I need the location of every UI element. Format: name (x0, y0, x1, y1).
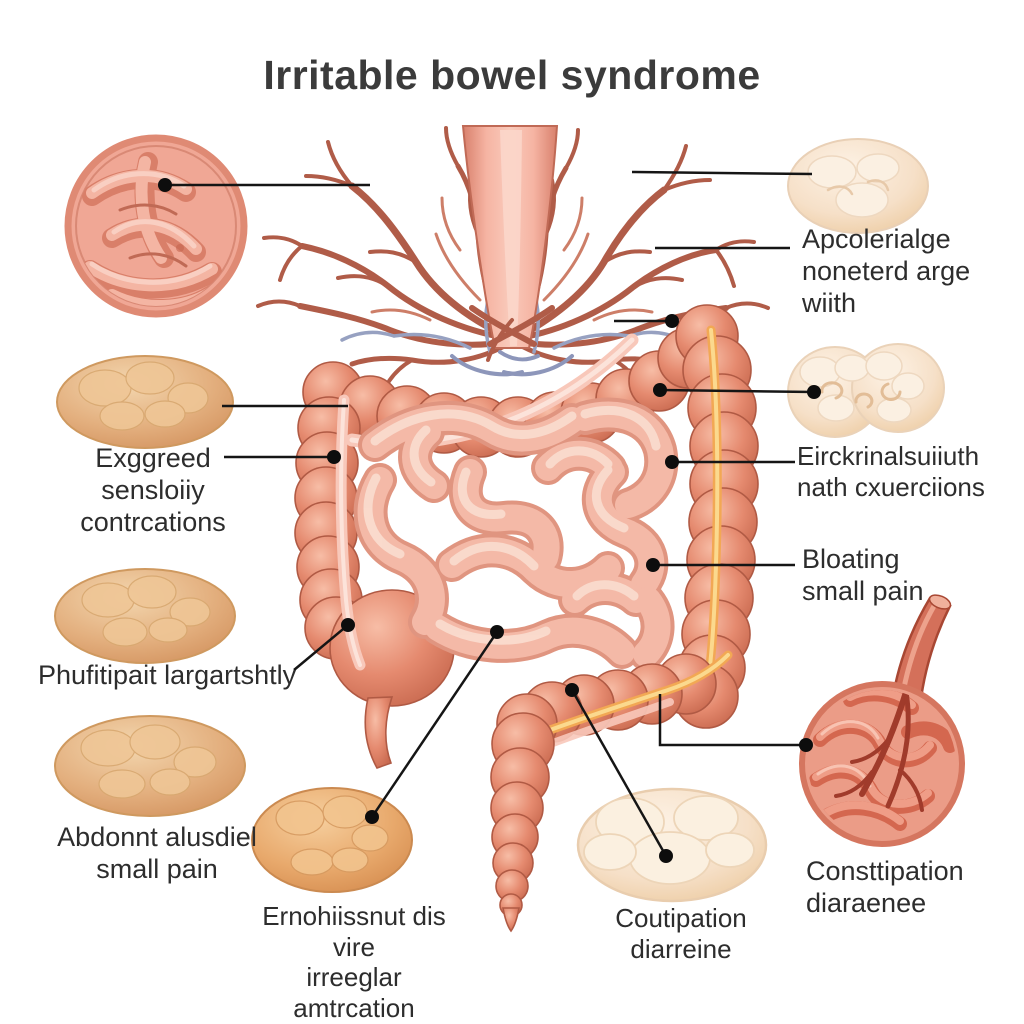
vessel-trunk-crossing (469, 305, 555, 362)
inset-colon-lumen (64, 134, 248, 318)
label-line: Coutipation (615, 903, 747, 933)
stool-blob-2 (54, 568, 236, 664)
label-line: nath cxuerciions (797, 471, 985, 502)
label-line: Bloating (802, 544, 900, 574)
connector-sigmoid-inset (658, 694, 813, 752)
label-line: small pain (96, 853, 218, 884)
stool-blob-4 (251, 787, 413, 893)
label-line: Ernohiissnut dis vire (262, 901, 446, 962)
label-line: noneterd arge (802, 255, 971, 286)
label-constipation-right: Consttipation diaraenee (806, 856, 964, 920)
label-line: Eirckrinalsuiiuth (797, 441, 980, 471)
label-left-mid: Phufitipait largartshtly (38, 660, 296, 692)
label-line: Exggreed (95, 443, 211, 473)
page-title: Irritable bowel syndrome (263, 52, 761, 98)
label-exaggerated: Exggreed sensloiiy contrcations (53, 443, 253, 539)
connector-sigmoid-creamblob (565, 683, 673, 863)
label-line: Apcolerialge (802, 224, 951, 254)
esophagus (461, 125, 559, 349)
appendix (364, 696, 394, 769)
connector-phufitipait (293, 618, 355, 671)
label-bottom-center: Ernohiissnut dis vire irreeglar amtrcati… (244, 901, 464, 1024)
connector-exaggerated (224, 450, 341, 464)
connector-vessels-blob (631, 170, 813, 176)
connector-colon-dot (614, 314, 679, 328)
connector-colon-creamblobs (653, 383, 821, 399)
label-line: small pain (802, 575, 924, 606)
stool-blob-3 (54, 715, 246, 817)
label-line: irreeglar amtrcation (293, 962, 415, 1024)
stool-blob-1 (56, 355, 234, 449)
connector-eirckrin (665, 455, 795, 469)
cream-blob-pair-right (787, 343, 945, 438)
label-bloating: Bloating small pain (802, 544, 924, 608)
label-line: diarreine (630, 933, 732, 964)
cream-blob-bottom (576, 787, 768, 903)
connector-lumen-inset (158, 178, 370, 192)
inset-intestine-magnified (799, 594, 965, 847)
connector-intestine-blob4 (365, 625, 504, 824)
small-intestine (353, 397, 679, 671)
label-line: Abdonnt alusdiel (57, 822, 257, 852)
label-line: sensloiiy (101, 474, 205, 505)
label-line: wiith (802, 287, 857, 318)
label-abdominal: Abdonnt alusdiel small pain (47, 822, 267, 886)
connector-lines (158, 170, 821, 863)
rectum (490, 712, 555, 933)
label-constipation-center: Coutipation diarreine (591, 903, 771, 964)
label-right-mid: Eirckrinalsuiiuth nath cxuerciions (797, 441, 985, 502)
cream-blob-top-right (787, 138, 929, 234)
label-line: Phufitipait largartshtly (38, 660, 297, 690)
label-top-right: Apcolerialge noneterd arge wiith (802, 224, 970, 320)
connector-bloating (646, 558, 795, 572)
label-line: diaraenee (806, 887, 927, 918)
label-line: contrcations (80, 506, 226, 537)
label-line: Consttipation (806, 856, 964, 886)
